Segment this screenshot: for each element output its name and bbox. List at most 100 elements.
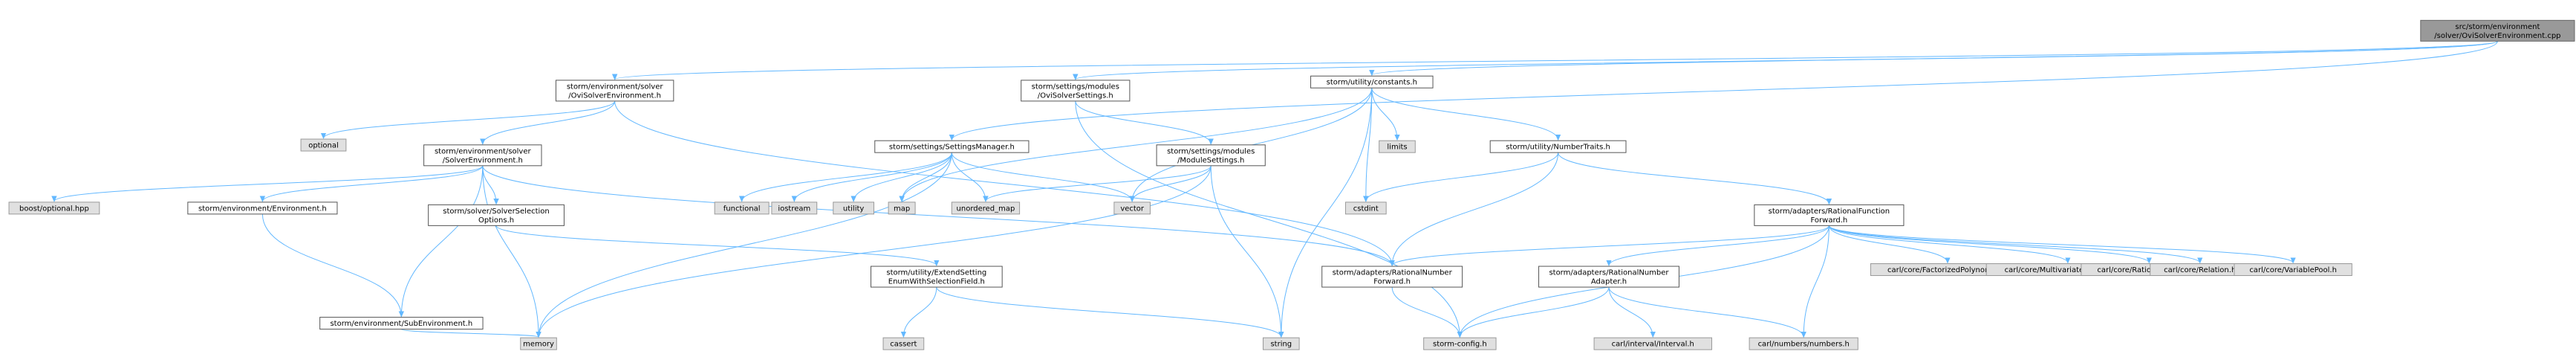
node-box-cstdint (1344, 202, 1387, 215)
node-label-ovi_settings-line-0: storm/settings/modules (1032, 83, 1119, 91)
edge-number_traits-to-rational_function_fwd (1558, 152, 1829, 204)
edge-rational_function_fwd-to-factorized_poly (1828, 225, 1948, 263)
edge-solver_selection-to-extend_setting (495, 225, 937, 266)
node-box-ovi_settings (1021, 80, 1131, 102)
node-ovi_env_h[interactable]: storm/environment/solver/OviSolverEnviro… (555, 80, 674, 102)
node-cassert: cassert (882, 337, 925, 350)
node-box-solver_env (423, 144, 542, 167)
node-sub_environment[interactable]: storm/environment/SubEnvironment.h (319, 317, 484, 330)
node-box-iostream (771, 202, 818, 215)
edge-root-to-settings_mgr (952, 41, 2498, 140)
edge-extend_setting-to-cassert (903, 287, 937, 337)
node-solver_env[interactable]: storm/environment/solver/SolverEnvironme… (423, 144, 542, 167)
node-environment[interactable]: storm/environment/Environment.h (187, 202, 338, 215)
node-map: map (888, 202, 916, 215)
node-module_settings[interactable]: storm/settings/modules/ModuleSettings.h (1156, 144, 1266, 167)
node-extend_setting[interactable]: storm/utility/ExtendSettingEnumWithSelec… (870, 266, 1003, 288)
node-label-ovi_settings-line-1: /OviSolverSettings.h (1038, 91, 1113, 100)
node-label-cassert-line-0: cassert (890, 341, 917, 349)
node-label-solver_env-line-1: /SolverEnvironment.h (443, 156, 523, 164)
edges-layer (54, 40, 2498, 338)
node-memory: memory (520, 337, 557, 350)
node-unordered_map: unordered_map (951, 202, 1021, 215)
node-label-root-line-0: src/storm/environment (2455, 23, 2540, 31)
edge-module_settings-to-string (1210, 165, 1281, 337)
node-box-extend_setting (870, 266, 1003, 288)
node-box-optional (300, 138, 347, 152)
edge-constants-to-number_traits (1371, 88, 1558, 140)
edge-root-to-ovi_env_h (615, 40, 2498, 80)
edge-module_settings-to-vector (1132, 165, 1211, 202)
edge-environment-to-sub_environment (261, 213, 401, 317)
node-label-rational_number_fwd-line-1: Forward.h (1373, 278, 1411, 286)
node-limits: limits (1379, 140, 1416, 153)
node-label-utility-line-0: utility (843, 205, 865, 213)
edge-ovi_settings-to-storm_config (1075, 100, 1460, 337)
edge-ovi_env_h-to-rational_number_fwd (614, 100, 1393, 266)
node-box-carl_interval (1593, 337, 1712, 350)
node-label-carl_variable_pool-line-0: carl/core/VariablePool.h (2249, 266, 2337, 274)
node-string: string (1263, 337, 1300, 350)
node-box-map (888, 202, 916, 215)
edge-number_traits-to-rational_number_fwd (1392, 152, 1559, 266)
node-label-boost_optional-line-0: boost/optional.hpp (19, 205, 89, 213)
node-label-multivariate_poly-line-0: carl/core/MultivariatePolynomial.h (2005, 266, 2131, 274)
node-storm_config: storm-config.h (1423, 337, 1497, 350)
node-functional: functional (714, 202, 770, 215)
edge-ovi_env_h-to-solver_env (483, 100, 616, 144)
node-label-unordered_map-line-0: unordered_map (957, 205, 1015, 213)
node-label-rational_number_adapter-line-1: Adapter.h (1591, 278, 1627, 286)
node-settings_mgr[interactable]: storm/settings/SettingsManager.h (874, 140, 1030, 153)
node-label-ovi_env_h-line-1: /OviSolverEnvironment.h (568, 91, 661, 100)
edge-solver_env-to-sub_environment (401, 165, 484, 317)
node-ovi_settings[interactable]: storm/settings/modules/OviSolverSettings… (1021, 80, 1131, 102)
edge-settings_mgr-to-iostream (794, 152, 952, 202)
node-box-sub_environment (319, 317, 484, 330)
edge-module_settings-to-memory (539, 165, 1211, 337)
node-label-rational_number_adapter-line-0: storm/adapters/RationalNumber (1549, 269, 1669, 277)
node-box-string (1263, 337, 1300, 350)
node-carl_interval: carl/interval/Interval.h (1593, 337, 1712, 350)
node-box-carl_variable_pool (2234, 263, 2352, 277)
node-number_traits[interactable]: storm/utility/NumberTraits.h (1489, 140, 1627, 153)
node-label-carl_relation-line-0: carl/core/Relation.h (2164, 266, 2236, 274)
edge-constants-to-limits (1371, 88, 1397, 140)
edge-number_traits-to-cstdint (1366, 152, 1559, 202)
node-constants[interactable]: storm/utility/constants.h (1310, 75, 1434, 88)
edge-rational_function_fwd-to-rational_number_fwd (1392, 225, 1829, 266)
node-label-number_traits-line-0: storm/utility/NumberTraits.h (1506, 144, 1610, 152)
nodes-layer: src/storm/environment/solver/OviSolverEn… (8, 19, 2575, 350)
edge-ovi_settings-to-module_settings (1075, 100, 1211, 144)
edge-rational_number_adapter-to-carl_interval (1608, 287, 1653, 337)
node-label-string-line-0: string (1270, 341, 1292, 349)
edge-settings_mgr-to-functional (742, 152, 952, 202)
node-box-number_traits (1489, 140, 1627, 153)
node-box-rational_number_fwd (1321, 266, 1463, 288)
edge-sub_environment-to-memory (400, 329, 539, 338)
node-box-solver_selection (428, 204, 565, 226)
node-label-vector-line-0: vector (1120, 205, 1145, 213)
node-label-memory-line-0: memory (523, 341, 554, 349)
edge-settings_mgr-to-memory (539, 152, 952, 337)
node-label-solver_env-line-0: storm/environment/solver (435, 147, 532, 155)
node-label-carl_numbers-line-0: carl/numbers/numbers.h (1758, 341, 1850, 349)
edge-settings_mgr-to-utility (853, 152, 952, 202)
edge-settings_mgr-to-map (902, 152, 952, 202)
node-label-module_settings-line-1: /ModuleSettings.h (1177, 156, 1244, 164)
node-label-solver_selection-line-0: storm/solver/SolverSelection (443, 207, 549, 216)
node-label-cstdint-line-0: cstdint (1353, 205, 1379, 213)
node-root[interactable]: src/storm/environment/solver/OviSolverEn… (2420, 19, 2575, 42)
node-box-unordered_map (951, 202, 1021, 215)
node-label-rational_function_fwd-line-0: storm/adapters/RationalFunction (1769, 207, 1890, 216)
node-label-factorized_poly-line-0: carl/core/FactorizedPolynomial.h (1887, 266, 2008, 274)
edge-rational_function_fwd-to-rational_number_adapter (1609, 225, 1829, 266)
node-utility: utility (833, 202, 874, 215)
edge-rational_function_fwd-to-carl_variable_pool (1828, 225, 2293, 263)
node-carl_variable_pool: carl/core/VariablePool.h (2234, 263, 2352, 277)
edge-solver_env-to-boost_optional (54, 165, 484, 202)
